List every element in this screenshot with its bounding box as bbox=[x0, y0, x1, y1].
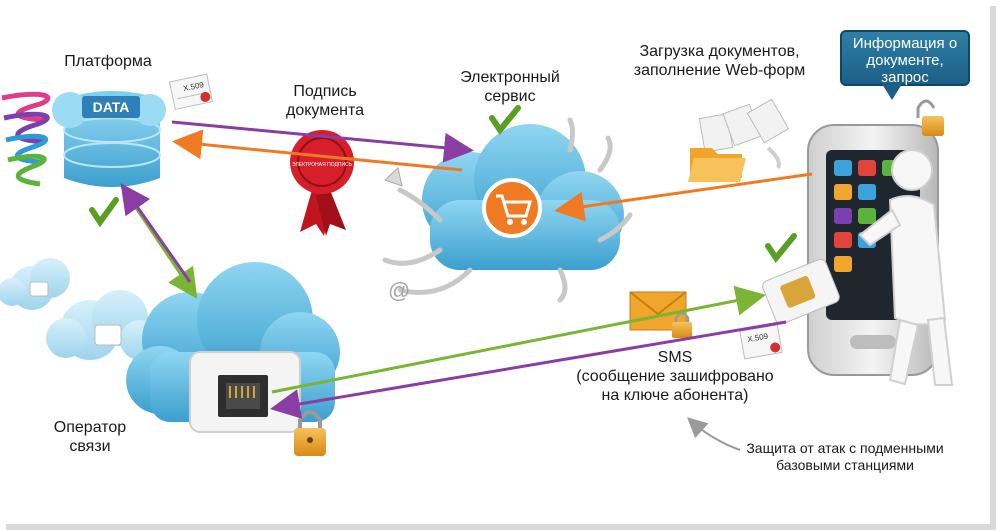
documents-stack-icon bbox=[698, 98, 790, 153]
platform-data-server-icon[interactable] bbox=[52, 91, 166, 187]
arrow-platform-to-service bbox=[171, 120, 474, 163]
envelope-lock-icon bbox=[672, 311, 692, 338]
sim-card-icon bbox=[762, 258, 840, 325]
operator-label: Оператор связи bbox=[53, 419, 127, 455]
service-gadgets-icon bbox=[382, 117, 633, 303]
folder-icon bbox=[688, 148, 746, 182]
signature-label: Подпись документа bbox=[285, 83, 364, 119]
certificate-document-icon bbox=[168, 73, 214, 111]
operator-lock-icon bbox=[294, 410, 326, 456]
arrow-phone-to-service bbox=[554, 172, 813, 222]
phone-checkmark-icon bbox=[765, 233, 797, 264]
eservice-label: Электронный сервис bbox=[460, 69, 560, 105]
service-checkmark-icon bbox=[489, 105, 521, 136]
platform-checkmark-icon bbox=[89, 197, 119, 228]
phone-certificate-icon bbox=[739, 324, 783, 360]
small-cloud-icon-2 bbox=[46, 290, 160, 360]
arrow-phone-to-operator bbox=[270, 320, 787, 419]
protection-label: Защита от атак с подменными базовыми ста… bbox=[746, 440, 944, 473]
small-cloud-icon-1 bbox=[0, 258, 70, 310]
user-figure-icon bbox=[858, 149, 954, 386]
arrow-operator-to-phone bbox=[271, 285, 766, 394]
ethernet-port-icon bbox=[218, 375, 268, 417]
signature-seal-icon bbox=[290, 130, 354, 236]
doc-flow-arrow bbox=[766, 146, 781, 169]
arrow-platform-to-operator bbox=[126, 195, 198, 299]
x509-label-top: X.509 bbox=[182, 80, 205, 93]
arrow-protection-note bbox=[687, 417, 741, 451]
sms-label: SMS (сообщение зашифровано на ключе абон… bbox=[576, 349, 774, 404]
arrow-service-to-platform bbox=[172, 129, 463, 172]
pin-request-callout: Информация о документе, запрос PIN на ЭП bbox=[840, 30, 970, 103]
platform-label: Платформа bbox=[64, 53, 152, 70]
cursor-icon bbox=[384, 167, 403, 187]
shopping-cart-icon[interactable] bbox=[482, 178, 542, 238]
upload-label: Загрузка документов, заполнение Web-форм bbox=[633, 43, 806, 79]
x509-label-bottom: X.509 bbox=[747, 331, 770, 344]
at-sign-icon: @ bbox=[388, 278, 410, 303]
data-badge: DATA bbox=[93, 99, 130, 115]
color-swirl-icon bbox=[1, 91, 51, 187]
phone-lock-icon bbox=[916, 99, 944, 136]
seal-text: ЭЛЕКТРОНАЯ ПОДПИСЬ bbox=[292, 162, 353, 168]
arrow-operator-to-platform bbox=[120, 183, 192, 283]
